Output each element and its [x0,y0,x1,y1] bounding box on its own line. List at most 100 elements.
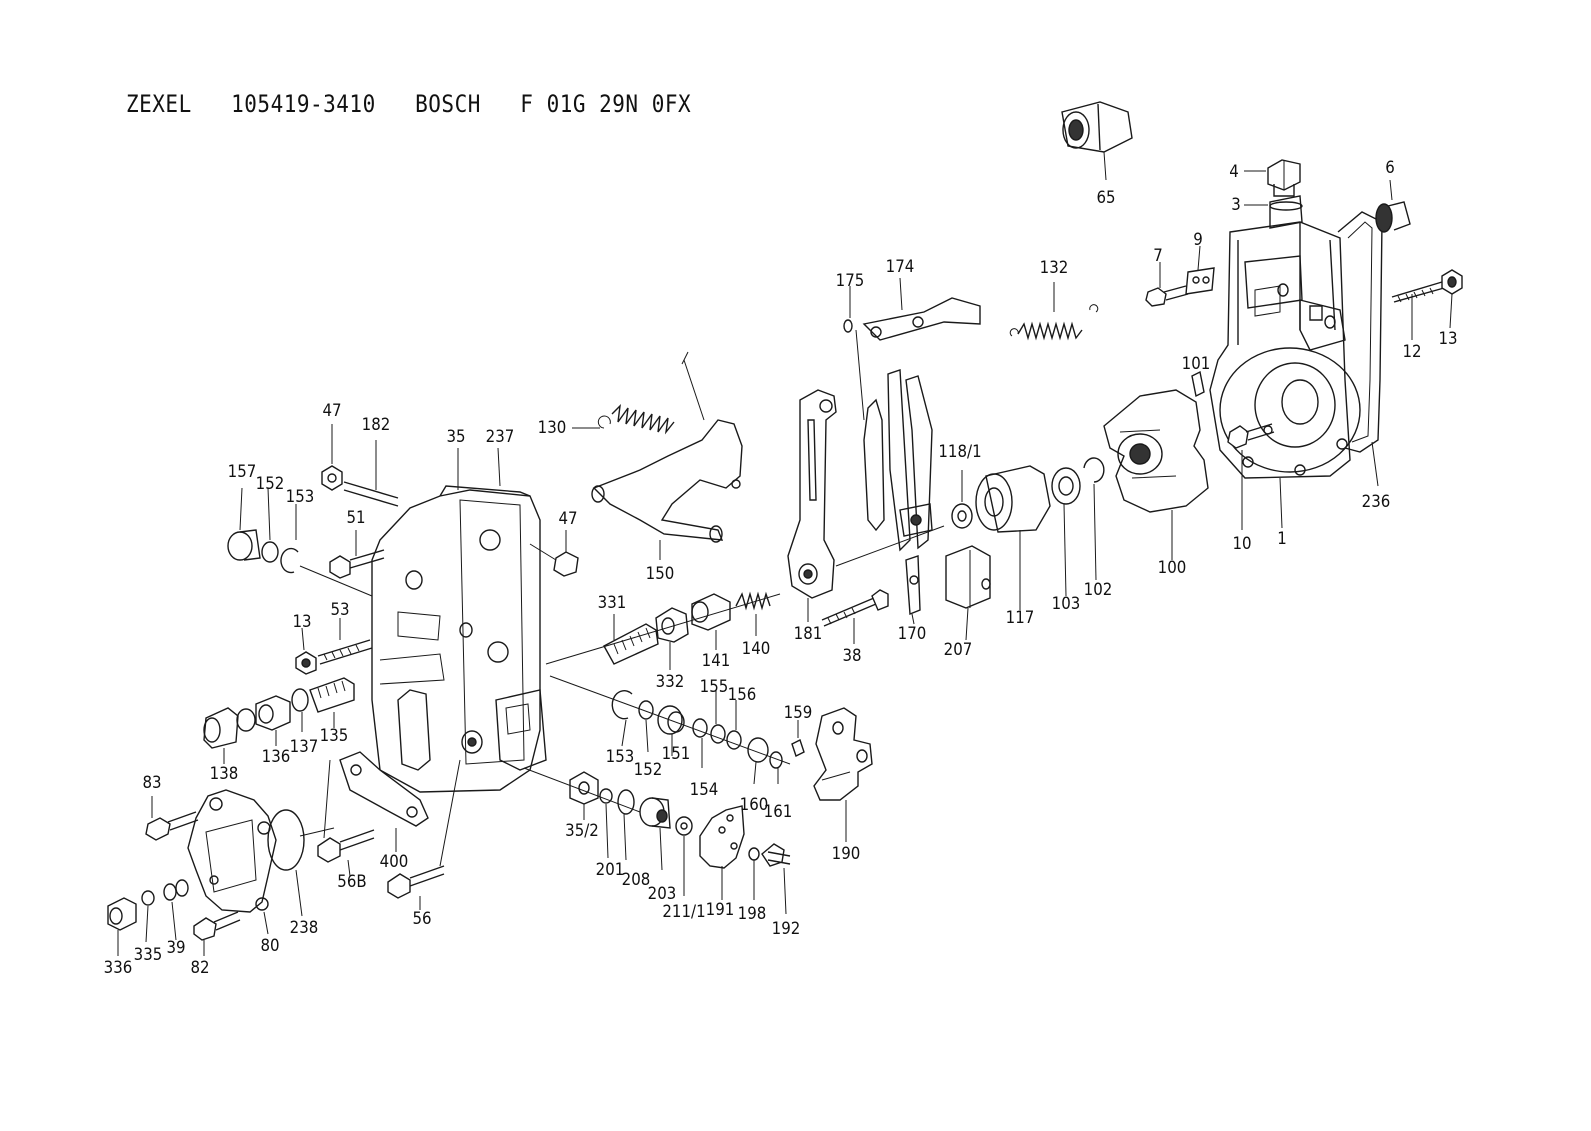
callout-51: 51 [346,507,366,528]
callout-400: 400 [379,851,409,872]
callout-100: 100 [1157,557,1187,578]
callout-236: 236 [1361,491,1391,512]
part-192-screw [761,843,791,915]
callout-140: 140 [741,638,771,659]
callout-4: 4 [1229,161,1239,182]
callout-152-top: 152 [255,473,285,494]
part-153-circlip [280,547,299,574]
callout-132: 132 [1039,257,1069,278]
part-51-bolt [329,530,385,579]
callout-82: 82 [190,957,210,978]
callout-198: 198 [737,903,767,924]
part-1-governor-housing [1209,195,1361,479]
callout-155: 155 [699,676,729,697]
callout-101: 101 [1181,353,1211,374]
part-3-washer [1269,201,1303,211]
callout-203: 203 [647,883,677,904]
diagram-title: ZEXEL 105419-3410 BOSCH F 01G 29N 0FX [126,90,692,118]
callout-150: 150 [645,563,675,584]
callout-80: 80 [260,935,280,956]
callout-102: 102 [1083,579,1113,600]
part-157-plug [227,487,261,561]
callout-12: 12 [1402,341,1422,362]
callout-13: 13 [1438,328,1458,349]
part-56-bolt [387,759,461,910]
callout-335: 335 [133,944,163,965]
part-336-cap [107,897,137,956]
callout-47-top: 47 [322,400,342,421]
callout-137: 137 [289,736,319,757]
part-211-1-washer [675,816,693,896]
callout-181: 181 [793,623,823,644]
part-65-nut [1061,101,1133,181]
callout-174: 174 [885,256,915,277]
callout-53: 53 [330,599,350,620]
part-182-pin [343,440,399,507]
callout-13-left: 13 [292,611,312,632]
part-153-circlip-b [611,690,633,720]
part-190-lever [813,707,873,842]
callout-157: 157 [227,461,257,482]
part-100-flyweight [1103,389,1209,560]
callout-161: 161 [763,801,793,822]
callout-238: 238 [289,917,319,938]
part-47-bolt-right [529,530,579,577]
part-4-plug [1244,159,1301,197]
callout-10: 10 [1232,533,1252,554]
part-331-screw [603,614,659,665]
part-159-pin [791,739,805,757]
part-118-1-washer [951,470,973,529]
part-10-bolt [1227,423,1275,530]
part-38-screw [821,589,889,644]
callout-160: 160 [739,794,769,815]
part-203-cap [639,797,671,871]
part-154-ring [692,718,708,738]
callout-190: 190 [831,843,861,864]
part-161-ring [769,751,783,769]
callout-56: 56 [412,908,432,929]
callout-201: 201 [595,859,625,880]
part-53-screw [317,618,373,665]
callout-7: 7 [1153,245,1163,266]
callout-1: 1 [1277,528,1287,549]
part-83-bolt [145,796,199,841]
callout-117: 117 [1005,607,1035,628]
callout-130: 130 [537,417,567,438]
part-175-clip [843,319,853,333]
part-7-bolt [1145,262,1189,307]
callout-332: 332 [655,671,685,692]
part-170-lever-assembly [855,329,933,625]
callout-208: 208 [621,869,651,890]
part-47-bolt-top [321,424,343,491]
callout-336: 336 [103,957,133,978]
part-35-governor-cover [371,447,547,793]
part-138-cap [203,707,239,764]
part-140-spring [735,591,771,636]
part-208-ring [617,789,635,815]
callout-118-1: 118/1 [938,441,982,462]
callout-83: 83 [142,772,162,793]
part-12-screw [1391,281,1445,340]
callout-3: 3 [1231,194,1241,215]
callout-211-1: 211/1 [662,901,706,922]
callout-9: 9 [1193,229,1203,250]
part-236-gasket [1337,211,1383,487]
callout-38: 38 [842,645,862,666]
callout-237: 237 [485,426,515,447]
callout-138: 138 [209,763,239,784]
part-238-oring [267,809,305,871]
callout-141: 141 [701,650,731,671]
callout-136: 136 [261,746,291,767]
callout-207: 207 [943,639,973,660]
part-400-bracket [339,751,429,852]
part-137-ring [291,688,309,712]
part-13-nut [1441,269,1463,329]
callout-154: 154 [689,779,719,800]
part-102-ring [1083,457,1105,483]
part-35-2-bolt [569,771,599,820]
callout-65: 65 [1096,187,1116,208]
part-156-ring [726,730,742,750]
callout-331: 331 [597,592,627,613]
